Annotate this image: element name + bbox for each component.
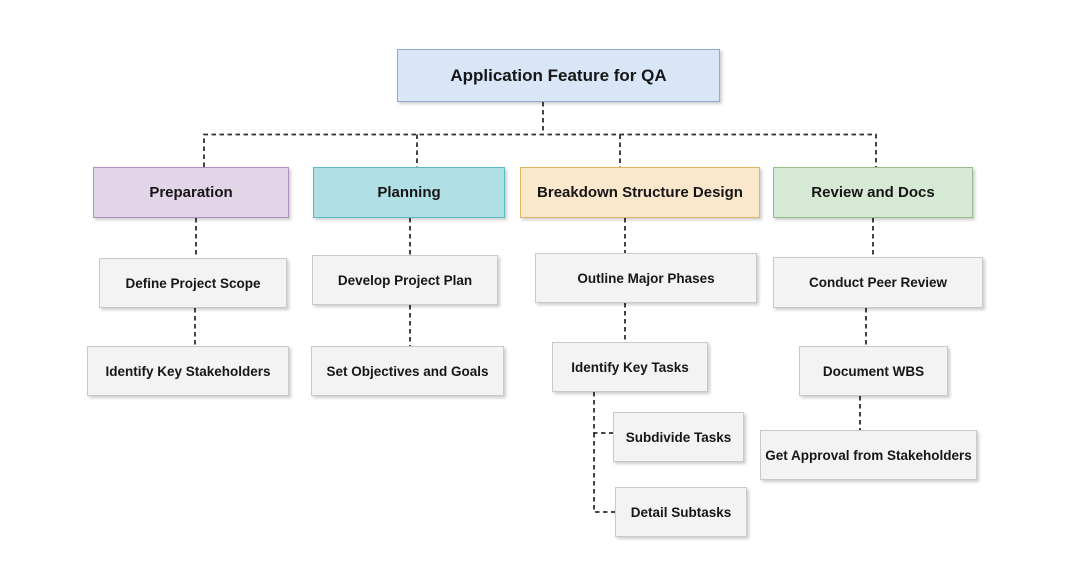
node-breakdown-structure-design: Breakdown Structure Design — [520, 167, 760, 218]
connector-bus — [203, 133, 877, 167]
node-root: Application Feature for QA — [397, 49, 720, 102]
node-outline-major-phases: Outline Major Phases — [535, 253, 757, 303]
node-planning: Planning — [313, 167, 505, 218]
node-conduct-peer-review: Conduct Peer Review — [773, 257, 983, 308]
node-set-objectives-and-goals: Set Objectives and Goals — [311, 346, 504, 396]
node-review-and-docs: Review and Docs — [773, 167, 973, 218]
node-preparation: Preparation — [93, 167, 289, 218]
connector-identify-tasks-subdivide-detail — [593, 392, 615, 513]
node-subdivide-tasks: Subdivide Tasks — [613, 412, 744, 462]
node-document-wbs: Document WBS — [799, 346, 948, 396]
node-define-project-scope: Define Project Scope — [99, 258, 287, 308]
node-develop-project-plan: Develop Project Plan — [312, 255, 498, 305]
node-get-approval-from-stakeholders: Get Approval from Stakeholders — [760, 430, 977, 480]
node-identify-key-tasks: Identify Key Tasks — [552, 342, 708, 392]
node-identify-key-stakeholders: Identify Key Stakeholders — [87, 346, 289, 396]
node-detail-subtasks: Detail Subtasks — [615, 487, 747, 537]
